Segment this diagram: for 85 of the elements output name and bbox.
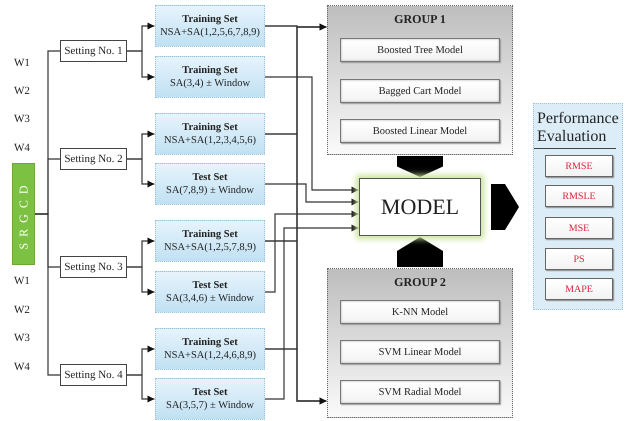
row-label: W2 bbox=[14, 85, 30, 97]
set-title: Training Set bbox=[182, 64, 238, 77]
metric-label: RMSLE bbox=[562, 190, 596, 202]
model-label: SVM Linear Model bbox=[378, 346, 462, 358]
model-box bbox=[340, 380, 500, 404]
panel-title: Performance Evaluation bbox=[534, 104, 616, 150]
dataset-box bbox=[155, 113, 265, 155]
set-description: SA(3,4) ± Window bbox=[170, 77, 250, 90]
setting-box bbox=[60, 364, 127, 386]
set-description: SA(7,8,9) ± Window bbox=[166, 184, 254, 198]
row-label: W1 bbox=[14, 275, 30, 287]
set-description: NSA+SA(1,2,4,6,8,9) bbox=[164, 349, 256, 362]
set-title: Training Set bbox=[182, 336, 238, 349]
metric-box bbox=[545, 155, 613, 177]
set-description: SA(3,5,7) ± Window bbox=[166, 399, 254, 412]
category-label: SRGCD bbox=[16, 179, 31, 249]
model-title: MODEL bbox=[380, 194, 460, 220]
metric-label: RMSE bbox=[565, 160, 593, 172]
model-box bbox=[340, 340, 500, 364]
metric-label: MAPE bbox=[565, 284, 593, 294]
set-description: NSA+SA(1,2,5,7,8,9) bbox=[164, 241, 256, 254]
set-title: Test Set bbox=[192, 278, 228, 292]
set-title: Training Set bbox=[182, 12, 238, 26]
arrow bbox=[127, 266, 154, 296]
arrow bbox=[127, 158, 154, 188]
evaluation-panel bbox=[533, 103, 623, 310]
dataset-box bbox=[155, 163, 265, 205]
row-label: W4 bbox=[14, 142, 30, 154]
model-label: Boosted Linear Model bbox=[372, 126, 468, 136]
central-model-box bbox=[359, 178, 481, 236]
arrow bbox=[265, 76, 358, 194]
setting-label: Setting No. 2 bbox=[64, 153, 123, 165]
dataset-box bbox=[155, 328, 265, 370]
set-title: Training Set bbox=[182, 120, 238, 134]
set-description: NSA+SA(1,2,5,6,7,8,9) bbox=[160, 26, 260, 40]
block-arrow bbox=[397, 237, 443, 267]
setting-box bbox=[60, 256, 127, 278]
model-label: K-NN Model bbox=[392, 306, 448, 318]
setting-label: Setting No. 1 bbox=[64, 45, 123, 57]
arrow bbox=[127, 374, 154, 402]
set-description: NSA+SA(1,2,3,4,5,6) bbox=[164, 134, 256, 148]
dataset-box bbox=[155, 271, 265, 313]
block-arrow bbox=[491, 184, 519, 230]
model-label: Bagged Cart Model bbox=[378, 86, 462, 96]
arrow bbox=[265, 210, 358, 293]
row-label: W3 bbox=[14, 113, 30, 125]
arrow bbox=[127, 50, 154, 80]
dataset-box bbox=[155, 220, 265, 262]
model-box bbox=[340, 79, 500, 103]
row-label: W4 bbox=[14, 361, 30, 373]
model-label: Boosted Tree Model bbox=[377, 44, 463, 56]
arrow bbox=[265, 348, 326, 404]
model-box bbox=[340, 119, 500, 143]
arrow bbox=[265, 183, 358, 206]
model-box bbox=[340, 300, 500, 324]
arrow bbox=[265, 224, 358, 400]
row-label: W3 bbox=[14, 332, 30, 344]
metric-label: PS bbox=[573, 254, 585, 264]
block-arrow bbox=[397, 156, 443, 177]
set-title: Test Set bbox=[192, 386, 228, 399]
row-label: W1 bbox=[14, 57, 30, 69]
dataset-box bbox=[155, 5, 265, 47]
group-title: GROUP 2 bbox=[394, 275, 446, 290]
setting-box bbox=[60, 148, 127, 170]
metric-box bbox=[545, 248, 613, 270]
set-description: SA(3,4,6) ± Window bbox=[166, 292, 254, 306]
metric-box bbox=[545, 217, 613, 239]
category-bar bbox=[12, 163, 35, 265]
metric-box bbox=[545, 185, 613, 207]
set-title: Test Set bbox=[192, 170, 228, 184]
dataset-box bbox=[155, 56, 265, 98]
setting-label: Setting No. 4 bbox=[64, 369, 123, 381]
connector-line bbox=[35, 213, 60, 376]
group-title: GROUP 1 bbox=[394, 12, 446, 27]
metric-box bbox=[545, 278, 613, 300]
group-panel bbox=[327, 5, 513, 155]
row-label: W2 bbox=[14, 304, 30, 316]
dataset-box bbox=[155, 378, 265, 420]
model-label: SVM Radial Model bbox=[378, 386, 462, 398]
model-box bbox=[340, 38, 500, 62]
setting-label: Setting No. 3 bbox=[64, 261, 123, 273]
group-panel bbox=[327, 268, 513, 418]
setting-box bbox=[60, 40, 127, 62]
metric-label: MSE bbox=[568, 222, 590, 234]
set-title: Training Set bbox=[182, 228, 238, 241]
